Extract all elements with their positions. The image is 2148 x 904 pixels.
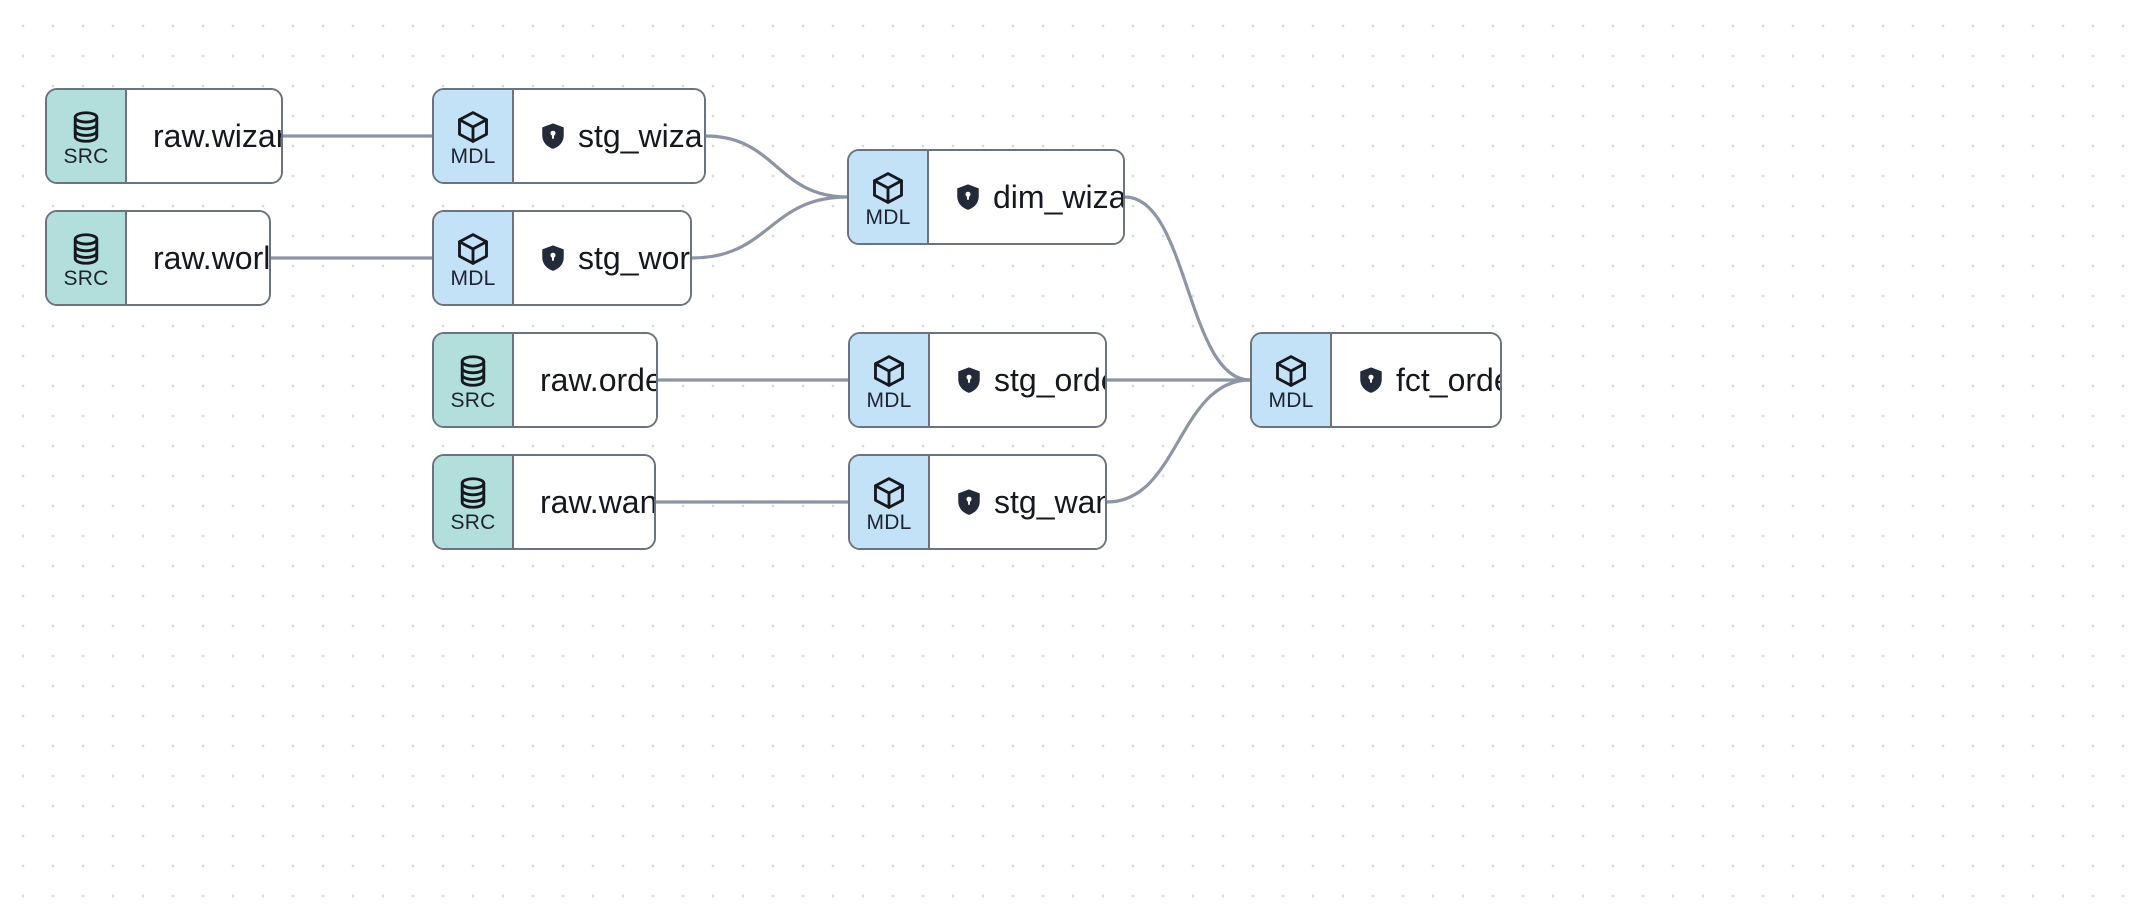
node-label: raw.orders xyxy=(540,362,656,398)
node-label: raw.worlds xyxy=(153,240,271,276)
node-type-label: MDL xyxy=(1268,388,1314,412)
cube-icon xyxy=(874,354,904,387)
node-type-label: MDL xyxy=(450,266,496,290)
shield-lock-icon xyxy=(957,184,979,210)
node-stg_worlds[interactable]: MDL stg_worlds xyxy=(432,210,692,306)
node-type-badge-stg_wands: MDL xyxy=(850,456,930,548)
node-body-dim_wizards: dim_wizards xyxy=(929,151,1125,243)
node-type-badge-fct_orders: MDL xyxy=(1252,334,1332,426)
edge-dim_wizards-to-fct_orders xyxy=(1123,195,1252,382)
node-body-raw_orders: raw.orders xyxy=(514,334,656,426)
edge-stg_worlds-to-dim_wizards xyxy=(690,195,849,260)
node-stg_orders[interactable]: MDL stg_orders xyxy=(848,332,1107,428)
node-type-badge-raw_worlds: SRC xyxy=(47,212,127,304)
cube-icon xyxy=(458,232,488,265)
node-stg_wizards[interactable]: MDL stg_wizards xyxy=(432,88,706,184)
node-body-stg_worlds: stg_worlds xyxy=(514,212,691,304)
node-label: stg_wands xyxy=(994,484,1105,520)
node-body-stg_wands: stg_wands xyxy=(930,456,1105,548)
shield-lock-icon xyxy=(542,123,564,149)
node-body-stg_orders: stg_orders xyxy=(930,334,1105,426)
node-body-stg_wizards: stg_wizards xyxy=(514,90,704,182)
node-type-label: MDL xyxy=(866,388,912,412)
node-label: raw.wizards xyxy=(153,118,281,154)
node-body-raw_wands: raw.wands xyxy=(514,456,656,548)
node-raw_orders[interactable]: SRC raw.orders xyxy=(432,332,658,428)
node-type-badge-stg_wizards: MDL xyxy=(434,90,514,182)
cube-icon xyxy=(874,476,904,509)
node-label: stg_wizards xyxy=(578,118,704,154)
node-type-badge-raw_wizards: SRC xyxy=(47,90,127,182)
database-icon xyxy=(73,110,99,143)
node-type-label: SRC xyxy=(63,144,109,168)
node-type-badge-raw_wands: SRC xyxy=(434,456,514,548)
node-body-raw_worlds: raw.worlds xyxy=(127,212,271,304)
database-icon xyxy=(73,232,99,265)
node-type-label: MDL xyxy=(866,510,912,534)
node-raw_worlds[interactable]: SRC raw.worlds xyxy=(45,210,271,306)
database-icon xyxy=(460,354,486,387)
node-label: raw.wands xyxy=(540,484,656,520)
edge-stg_wizards-to-dim_wizards xyxy=(704,134,849,199)
edge-stg_wands-to-fct_orders xyxy=(1105,378,1252,504)
cube-icon xyxy=(458,110,488,143)
node-type-label: MDL xyxy=(450,144,496,168)
shield-lock-icon xyxy=(958,489,980,515)
node-type-badge-stg_worlds: MDL xyxy=(434,212,514,304)
cube-icon xyxy=(1276,354,1306,387)
node-raw_wizards[interactable]: SRC raw.wizards xyxy=(45,88,283,184)
node-dim_wizards[interactable]: MDL dim_wizards xyxy=(847,149,1125,245)
node-stg_wands[interactable]: MDL stg_wands xyxy=(848,454,1107,550)
node-body-fct_orders: fct_orders xyxy=(1332,334,1500,426)
shield-lock-icon xyxy=(958,367,980,393)
database-icon xyxy=(460,476,486,509)
node-type-badge-stg_orders: MDL xyxy=(850,334,930,426)
cube-icon xyxy=(873,171,903,204)
node-type-label: SRC xyxy=(450,388,496,412)
node-fct_orders[interactable]: MDL fct_orders xyxy=(1250,332,1502,428)
node-label: dim_wizards xyxy=(993,179,1125,215)
node-raw_wands[interactable]: SRC raw.wands xyxy=(432,454,656,550)
node-type-label: SRC xyxy=(450,510,496,534)
node-body-raw_wizards: raw.wizards xyxy=(127,90,281,182)
node-label: stg_orders xyxy=(994,362,1105,398)
shield-lock-icon xyxy=(542,245,564,271)
node-label: stg_worlds xyxy=(578,240,691,276)
shield-lock-icon xyxy=(1360,367,1382,393)
node-type-label: MDL xyxy=(865,205,911,229)
node-type-badge-dim_wizards: MDL xyxy=(849,151,929,243)
node-label: fct_orders xyxy=(1396,362,1500,398)
node-type-badge-raw_orders: SRC xyxy=(434,334,514,426)
node-type-label: SRC xyxy=(63,266,109,290)
